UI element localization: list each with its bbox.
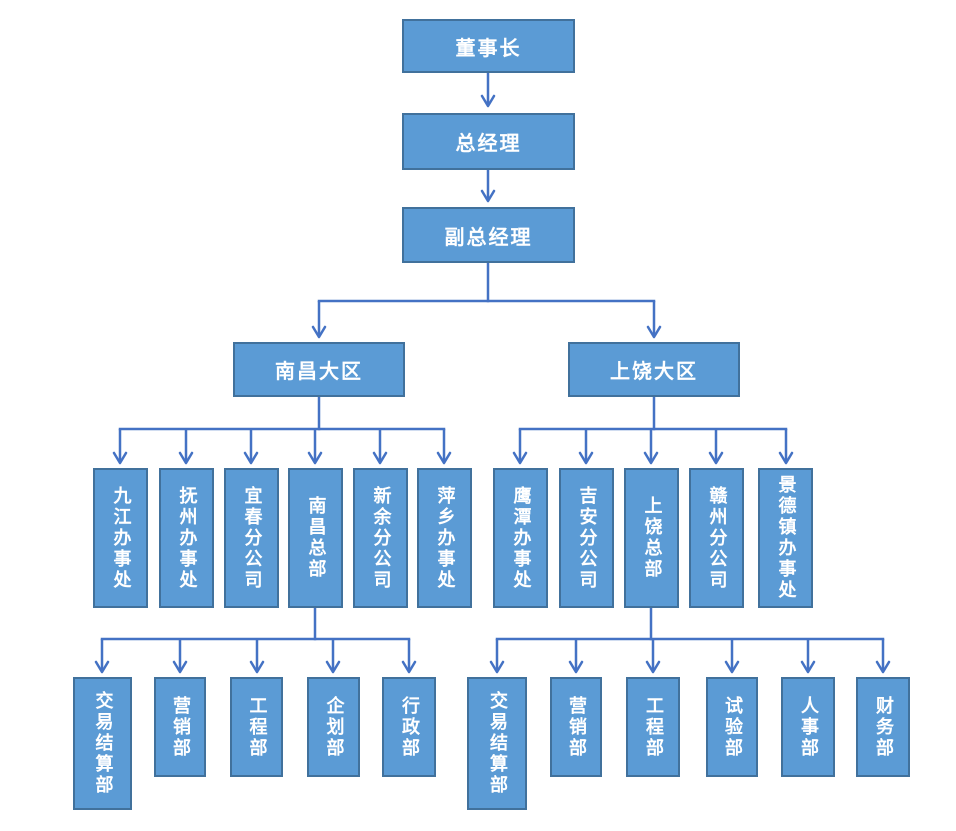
node-jingdezhen-office: 景德镇办事处 [758,468,813,608]
node-nanchang-region: 南昌大区 [233,342,405,397]
node-sr-marketing-dept: 营销部 [550,677,602,777]
node-sr-testing-dept: 试验部 [706,677,758,777]
node-nc-marketing-dept: 营销部 [154,677,206,777]
node-shangrao-hq: 上饶总部 [624,468,679,608]
node-yichun-branch: 宜春分公司 [224,468,279,608]
node-shangrao-region: 上饶大区 [568,342,740,397]
node-nc-planning-dept: 企划部 [307,677,360,777]
shangrao-dept-connectors [489,606,891,674]
node-sr-settlement-dept: 交易结算部 [467,677,527,810]
node-chairman: 董事长 [402,19,575,73]
node-jiujiang-office: 九江办事处 [93,468,148,608]
node-fuzhou-office: 抚州办事处 [159,468,214,608]
node-nc-admin-dept: 行政部 [382,677,436,777]
nanchang-branch-connectors [112,395,452,465]
node-sr-hr-dept: 人事部 [781,677,835,777]
node-general-manager: 总经理 [402,113,575,170]
node-xinyu-branch: 新余分公司 [353,468,408,608]
nanchang-dept-connectors [94,606,417,674]
node-nanchang-hq: 南昌总部 [288,468,343,608]
node-jian-branch: 吉安分公司 [559,468,614,608]
region-connectors [311,261,662,339]
node-pingxiang-office: 萍乡办事处 [417,468,472,608]
node-yingtan-office: 鹰潭办事处 [493,468,548,608]
shangrao-branch-connectors [512,395,794,465]
node-nc-engineering-dept: 工程部 [230,677,283,777]
node-nc-settlement-dept: 交易结算部 [73,677,132,810]
node-ganzhou-branch: 赣州分公司 [689,468,744,608]
node-deputy-general-manager: 副总经理 [402,207,575,263]
node-sr-finance-dept: 财务部 [856,677,910,777]
node-sr-engineering-dept: 工程部 [626,677,680,777]
